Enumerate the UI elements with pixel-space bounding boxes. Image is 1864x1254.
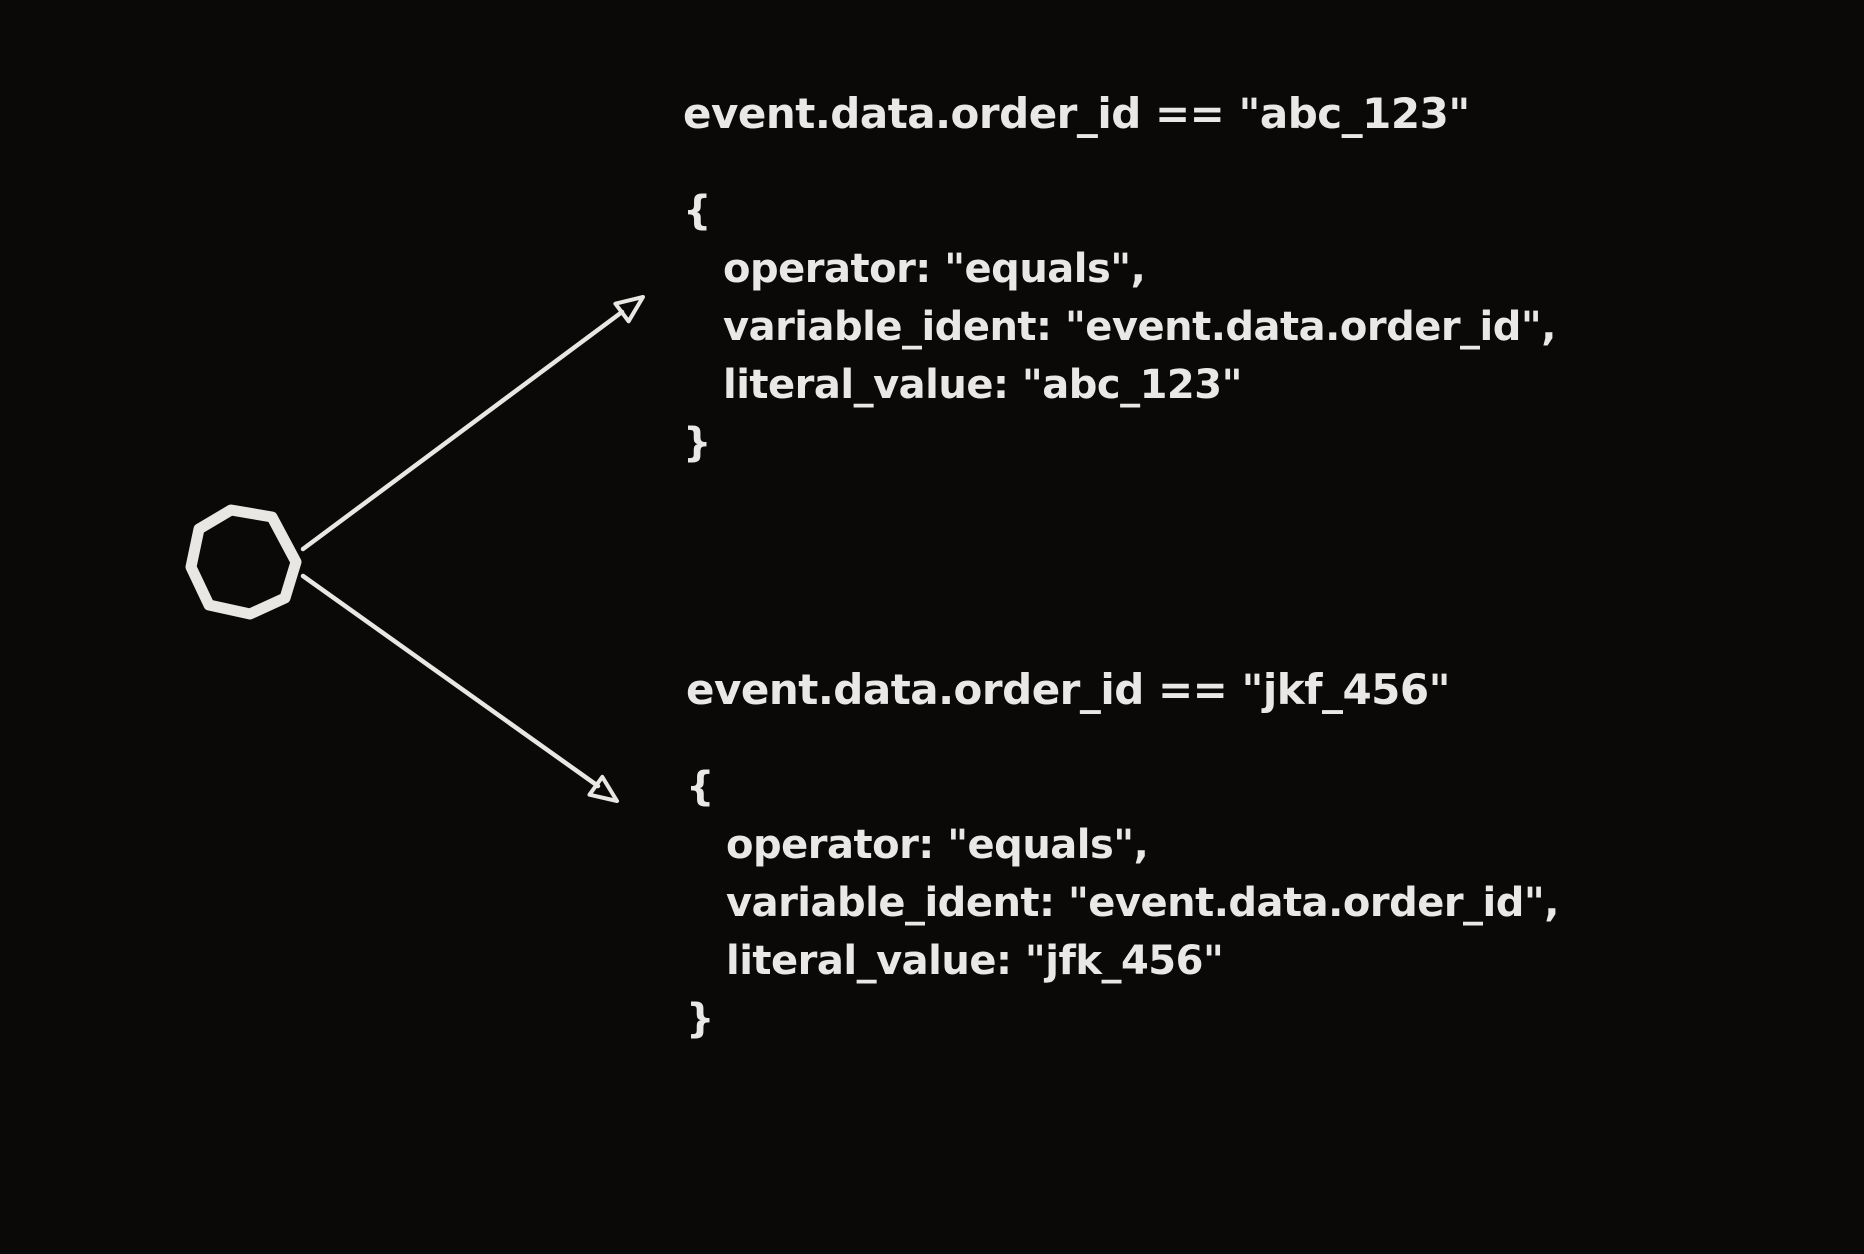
code-line: } (686, 996, 714, 1042)
branch-title: event.data.order_id == "abc_123" (683, 89, 1470, 138)
branch-code: { operator: "equals", variable_ident: "e… (686, 758, 1559, 1048)
code-line: variable_ident: "event.data.order_id", (723, 304, 1556, 350)
circle-node[interactable] (185, 504, 302, 620)
code-line: operator: "equals", (726, 822, 1149, 868)
branch-title: event.data.order_id == "jkf_456" (686, 665, 1451, 714)
branch-block-abc-123[interactable]: event.data.order_id == "abc_123" { opera… (683, 88, 1556, 472)
code-line: operator: "equals", (723, 246, 1146, 292)
code-line: { (686, 764, 714, 810)
arrow-to-first-branch[interactable] (300, 295, 645, 552)
code-line: { (683, 188, 711, 234)
code-line: } (683, 420, 711, 466)
branch-code: { operator: "equals", variable_ident: "e… (683, 182, 1556, 472)
arrowhead-icon (613, 295, 645, 324)
arrow-to-second-branch[interactable] (300, 573, 619, 803)
code-line: literal_value: "abc_123" (723, 362, 1242, 408)
arrowhead-icon (587, 774, 619, 803)
code-line: variable_ident: "event.data.order_id", (726, 880, 1559, 926)
branch-block-jkf-456[interactable]: event.data.order_id == "jkf_456" { opera… (686, 664, 1559, 1048)
code-line: literal_value: "jfk_456" (726, 938, 1224, 984)
